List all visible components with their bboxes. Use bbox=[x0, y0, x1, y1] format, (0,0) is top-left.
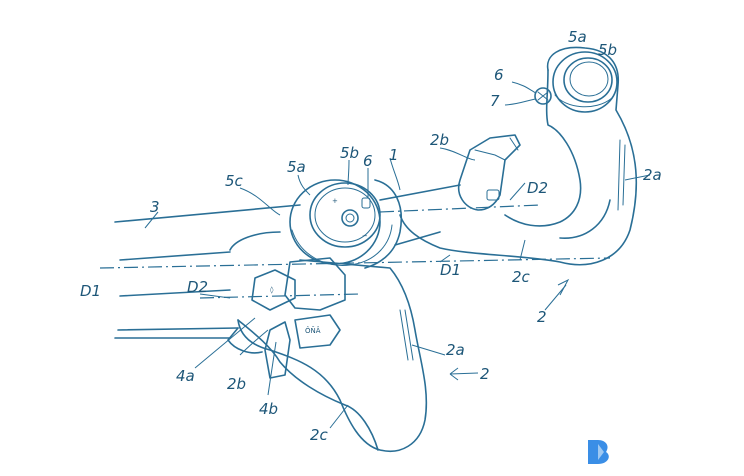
label-d2-left: D2 bbox=[187, 278, 208, 296]
label-2b-right: 2b bbox=[430, 131, 449, 149]
label-5a-center: 5a bbox=[287, 158, 306, 176]
svg-text:◊: ◊ bbox=[270, 286, 274, 294]
axis-d1 bbox=[99, 257, 611, 269]
label-4a: 4a bbox=[176, 367, 195, 385]
label-2a-left: 2a bbox=[446, 341, 465, 359]
label-d1-right: D1 bbox=[440, 261, 461, 279]
label-2c-right: 2c bbox=[512, 268, 531, 286]
svg-text:ÔÑÂ: ÔÑÂ bbox=[305, 326, 321, 335]
label-2c-left: 2c bbox=[310, 426, 329, 444]
svg-text:−: − bbox=[362, 232, 368, 240]
svg-text:+: + bbox=[332, 197, 338, 205]
logo-icon bbox=[588, 440, 609, 464]
label-1: 1 bbox=[389, 146, 399, 164]
label-3: 3 bbox=[150, 198, 160, 216]
axis-d2-right bbox=[379, 204, 541, 213]
label-5a-right: 5a bbox=[568, 28, 587, 46]
label-6-right: 6 bbox=[494, 66, 504, 84]
label-2-right: 2 bbox=[537, 308, 547, 326]
label-5b-right: 5b bbox=[598, 41, 617, 59]
label-2b-left: 2b bbox=[227, 375, 246, 393]
center-dial: + − bbox=[289, 179, 402, 269]
label-7: 7 bbox=[490, 92, 500, 110]
reference-labels: 1 2b 5a 5b 6 7 D2 2a 2c 2 D1 3 5c 5a 5b … bbox=[80, 28, 662, 444]
right-grip bbox=[399, 46, 638, 266]
leader-lines bbox=[144, 81, 651, 429]
label-5b-center: 5b bbox=[340, 144, 359, 162]
crossbar bbox=[114, 184, 461, 331]
label-2a-right: 2a bbox=[643, 166, 662, 184]
label-6-center: 6 bbox=[363, 152, 373, 170]
label-d2-right: D2 bbox=[527, 179, 548, 197]
label-d1-left: D1 bbox=[80, 282, 101, 300]
label-4b: 4b bbox=[259, 400, 278, 418]
label-5c: 5c bbox=[225, 172, 244, 190]
label-2-left: 2 bbox=[480, 365, 490, 383]
left-grip: ◊ ÔÑÂ bbox=[114, 231, 428, 452]
